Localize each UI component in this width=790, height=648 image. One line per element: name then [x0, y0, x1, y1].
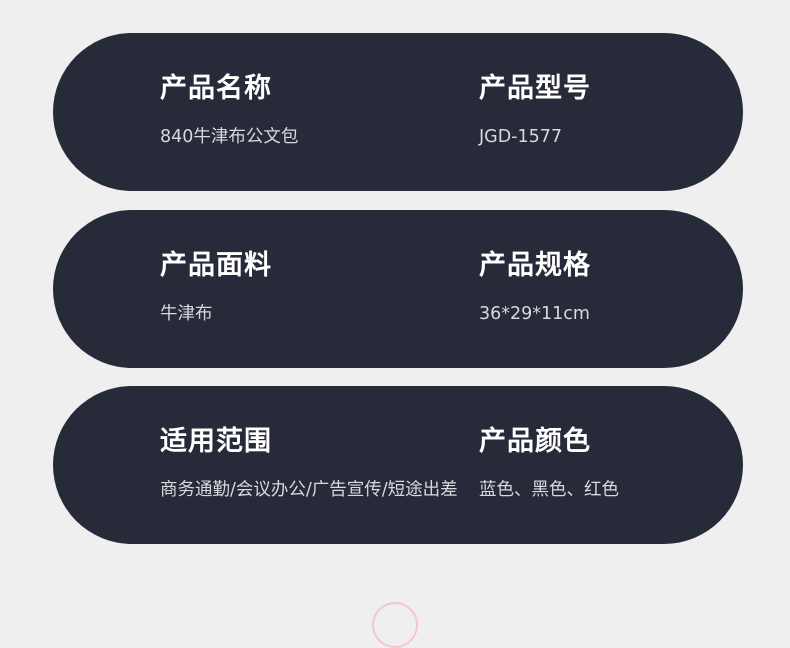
- spec-label: 产品名称: [160, 73, 272, 104]
- spec-card-fabric-size: 产品面料 牛津布 产品规格 36*29*11cm: [53, 210, 743, 368]
- spec-product-color: 产品颜色 蓝色、黑色、红色: [479, 424, 709, 505]
- spec-card-usage-color: 适用范围 商务通勤/会议办公/广告宣传/短途出差 产品颜色 蓝色、黑色、红色: [53, 386, 743, 544]
- spec-card-name-model: 产品名称 840牛津布公文包 产品型号 JGD-1577: [53, 33, 743, 191]
- spec-product-size: 产品规格 36*29*11cm: [479, 248, 709, 329]
- spec-value: 36*29*11cm: [479, 304, 590, 324]
- spec-product-fabric: 产品面料 牛津布: [160, 248, 460, 329]
- spec-value: JGD-1577: [479, 127, 563, 147]
- spec-label: 产品面料: [160, 250, 272, 281]
- spec-value: 商务通勤/会议办公/广告宣传/短途出差: [160, 480, 458, 500]
- spec-value: 牛津布: [160, 304, 213, 324]
- spec-label: 产品型号: [479, 73, 591, 104]
- spec-label: 产品颜色: [479, 426, 591, 457]
- spec-product-name: 产品名称 840牛津布公文包: [160, 71, 460, 152]
- spec-usage-scope: 适用范围 商务通勤/会议办公/广告宣传/短途出差: [160, 424, 460, 505]
- spec-label: 适用范围: [160, 426, 272, 457]
- spec-label: 产品规格: [479, 250, 591, 281]
- spec-value: 840牛津布公文包: [160, 127, 299, 147]
- spec-product-model: 产品型号 JGD-1577: [479, 71, 709, 152]
- spec-value: 蓝色、黑色、红色: [479, 480, 619, 500]
